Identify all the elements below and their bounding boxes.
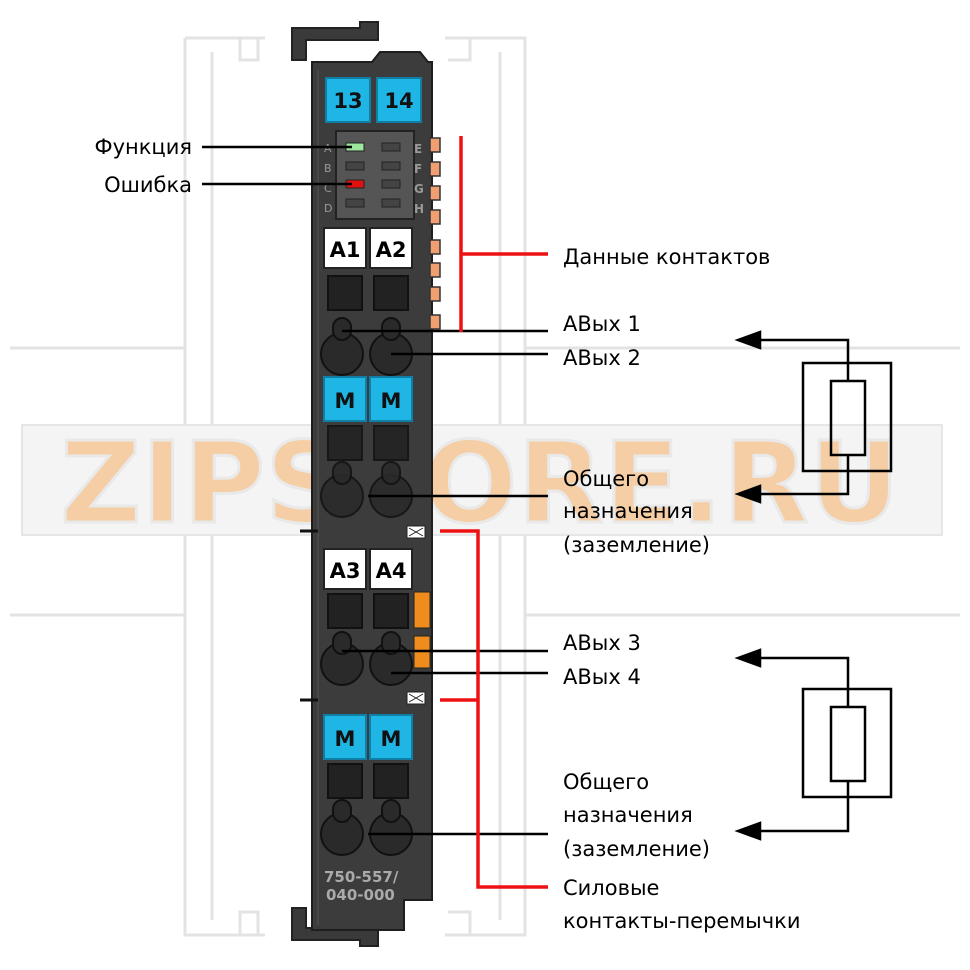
tag-a3-label: A3 [330, 559, 361, 583]
marker-13 [325, 77, 371, 123]
part-number-line2: 040-000 [326, 886, 395, 904]
part-number-line1: 750-557/ [324, 868, 399, 886]
tag-m2-label: M [381, 389, 402, 413]
label-power-jumper-line2: контакты-перемычки [563, 909, 801, 933]
tag-m1 [323, 376, 367, 422]
label-aout2: АВых 2 [563, 346, 641, 370]
led-letter: E [414, 142, 422, 156]
label-data-contacts: Данные контактов [563, 245, 770, 269]
tag-m2 [369, 376, 413, 422]
led [381, 142, 401, 152]
callout-leaders-red [440, 136, 548, 889]
label-common1-line1: Общего [563, 467, 649, 491]
load-circuit-2 [734, 648, 893, 841]
release-slot [327, 425, 363, 461]
led [381, 179, 401, 189]
tag-a2 [369, 227, 413, 269]
tag-m4-label: M [381, 727, 402, 751]
tag-a3 [323, 548, 367, 590]
data-contacts [429, 137, 441, 330]
label-aout1: АВых 1 [563, 312, 641, 336]
watermark-text: ZIPSTORE.RU [60, 419, 900, 549]
tag-a1 [323, 227, 367, 269]
led [345, 198, 365, 208]
led [381, 198, 401, 208]
watermark-band [21, 424, 943, 536]
led-letter: H [414, 202, 424, 216]
release-slot [327, 763, 363, 799]
release-slot [373, 275, 409, 311]
label-common2-line3: (заземление) [563, 837, 710, 861]
led-letters-right: E F G H [414, 142, 424, 216]
led-letter: C [324, 182, 332, 195]
callout-leaders [202, 145, 548, 836]
led-letter: G [414, 182, 424, 196]
label-common1-line3: (заземление) [563, 533, 710, 557]
io-module: 13 14 A B C D E F G H [291, 21, 441, 947]
release-slot [373, 593, 409, 629]
marker-14-label: 14 [384, 89, 413, 113]
tag-a4-label: A4 [376, 559, 407, 583]
label-common2-line1: Общего [563, 770, 649, 794]
label-aout4: АВых 4 [563, 665, 641, 689]
marker-14 [376, 77, 422, 123]
tag-m3 [323, 714, 367, 760]
tag-a2-label: A2 [376, 238, 407, 262]
tag-a4 [369, 548, 413, 590]
tag-a1-label: A1 [330, 238, 361, 262]
label-common2-line2: назначения [563, 803, 693, 827]
label-error: Ошибка [104, 173, 192, 197]
top-latch [291, 21, 379, 61]
release-slot [327, 593, 363, 629]
led [345, 161, 365, 171]
led-letter: A [324, 142, 332, 155]
load-circuit-1 [734, 330, 893, 504]
led-letters-left: A B C D [324, 142, 332, 215]
release-slot [373, 763, 409, 799]
led [381, 161, 401, 171]
label-function: Функция [95, 135, 193, 159]
release-slot [373, 425, 409, 461]
label-common1-line2: назначения [563, 499, 693, 523]
tag-m4 [369, 714, 413, 760]
label-power-jumper-line1: Силовые [563, 876, 659, 900]
load-resistor-icon [829, 705, 867, 783]
led-letter: D [324, 202, 332, 215]
power-jumper-contact [413, 591, 431, 629]
label-aout3: АВых 3 [563, 631, 641, 655]
led-letter: B [324, 162, 332, 175]
marker-13-label: 13 [333, 89, 362, 113]
release-slot [327, 275, 363, 311]
tag-m3-label: M [335, 727, 356, 751]
tag-m1-label: M [335, 389, 356, 413]
led-letter: F [414, 162, 422, 176]
